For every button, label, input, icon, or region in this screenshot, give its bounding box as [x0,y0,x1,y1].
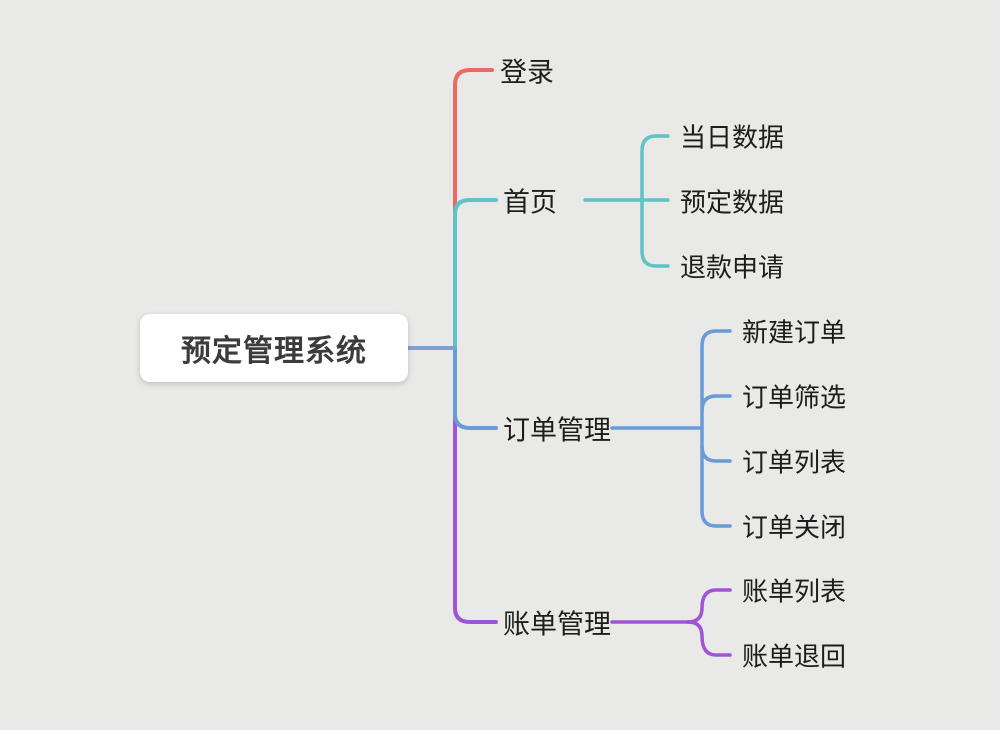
branch-label-login[interactable]: 登录 [500,57,554,88]
branch-line-login [453,68,494,350]
bill-child-line-2 [686,620,732,657]
child-label-order-2[interactable]: 订单筛选 [742,382,847,413]
child-label-order-4[interactable]: 订单关闭 [742,512,847,543]
branch-line-order [453,346,498,430]
branch-label-order[interactable]: 订单管理 [503,415,611,446]
child-label-order-3[interactable]: 订单列表 [742,447,847,478]
child-label-home-3[interactable]: 退款申请 [680,252,785,283]
bill-child-line-1 [686,588,732,624]
order-child-line-1 [700,329,732,430]
branch-line-bill [453,346,498,624]
child-label-home-1[interactable]: 当日数据 [680,122,785,153]
root-node[interactable]: 预定管理系统 [140,314,408,382]
order-child-line-3 [700,444,732,463]
child-label-bill-1[interactable]: 账单列表 [742,576,847,607]
home-child-line-up [640,134,670,202]
child-label-order-1[interactable]: 新建订单 [742,317,847,348]
branch-label-bill[interactable]: 账单管理 [503,609,611,640]
child-label-bill-2[interactable]: 账单退回 [742,641,847,672]
child-label-home-2[interactable]: 预定数据 [680,187,785,218]
branch-label-home[interactable]: 首页 [503,187,557,218]
home-child-line-down [640,198,670,268]
order-child-line-4 [700,426,732,528]
branch-line-home [453,198,498,350]
order-child-line-2 [700,394,732,413]
